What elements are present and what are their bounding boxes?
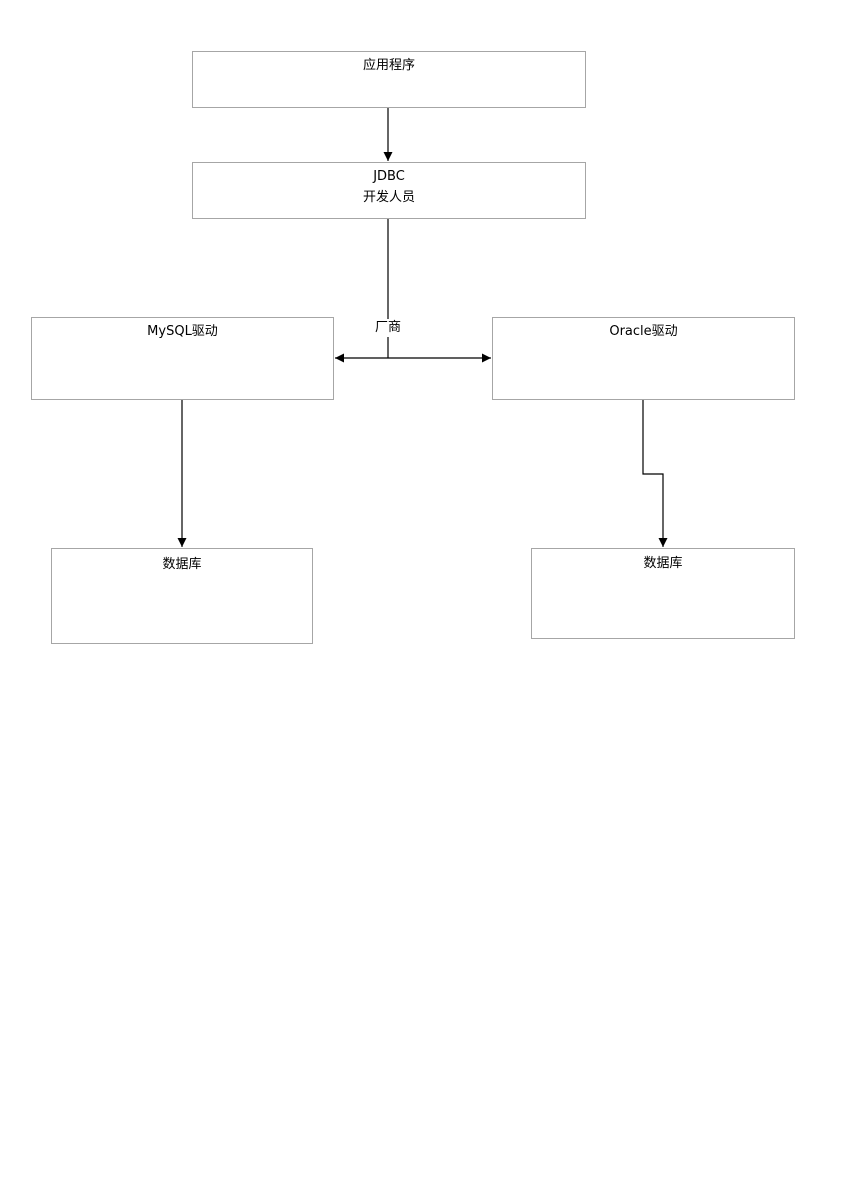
node-jdbc-subtitle: 开发人员 bbox=[362, 190, 415, 205]
node-oracle-database: 数据库 bbox=[531, 548, 795, 639]
edge-oracle-to-db bbox=[642, 400, 668, 547]
node-mysql-driver: MySQL驱动 bbox=[31, 317, 334, 400]
node-oracle-database-label: 数据库 bbox=[643, 556, 683, 571]
node-application: 应用程序 bbox=[192, 51, 586, 108]
node-mysql-database: 数据库 bbox=[51, 548, 313, 644]
edge-label-vendor: 厂商 bbox=[374, 319, 403, 337]
node-oracle-driver-label: Oracle驱动 bbox=[609, 324, 678, 339]
node-application-label: 应用程序 bbox=[362, 58, 415, 73]
node-jdbc: JDBC 开发人员 bbox=[192, 162, 586, 219]
node-oracle-driver: Oracle驱动 bbox=[492, 317, 795, 400]
node-jdbc-title: JDBC bbox=[373, 169, 405, 184]
node-mysql-database-label: 数据库 bbox=[162, 557, 202, 572]
node-mysql-driver-label: MySQL驱动 bbox=[147, 324, 218, 339]
